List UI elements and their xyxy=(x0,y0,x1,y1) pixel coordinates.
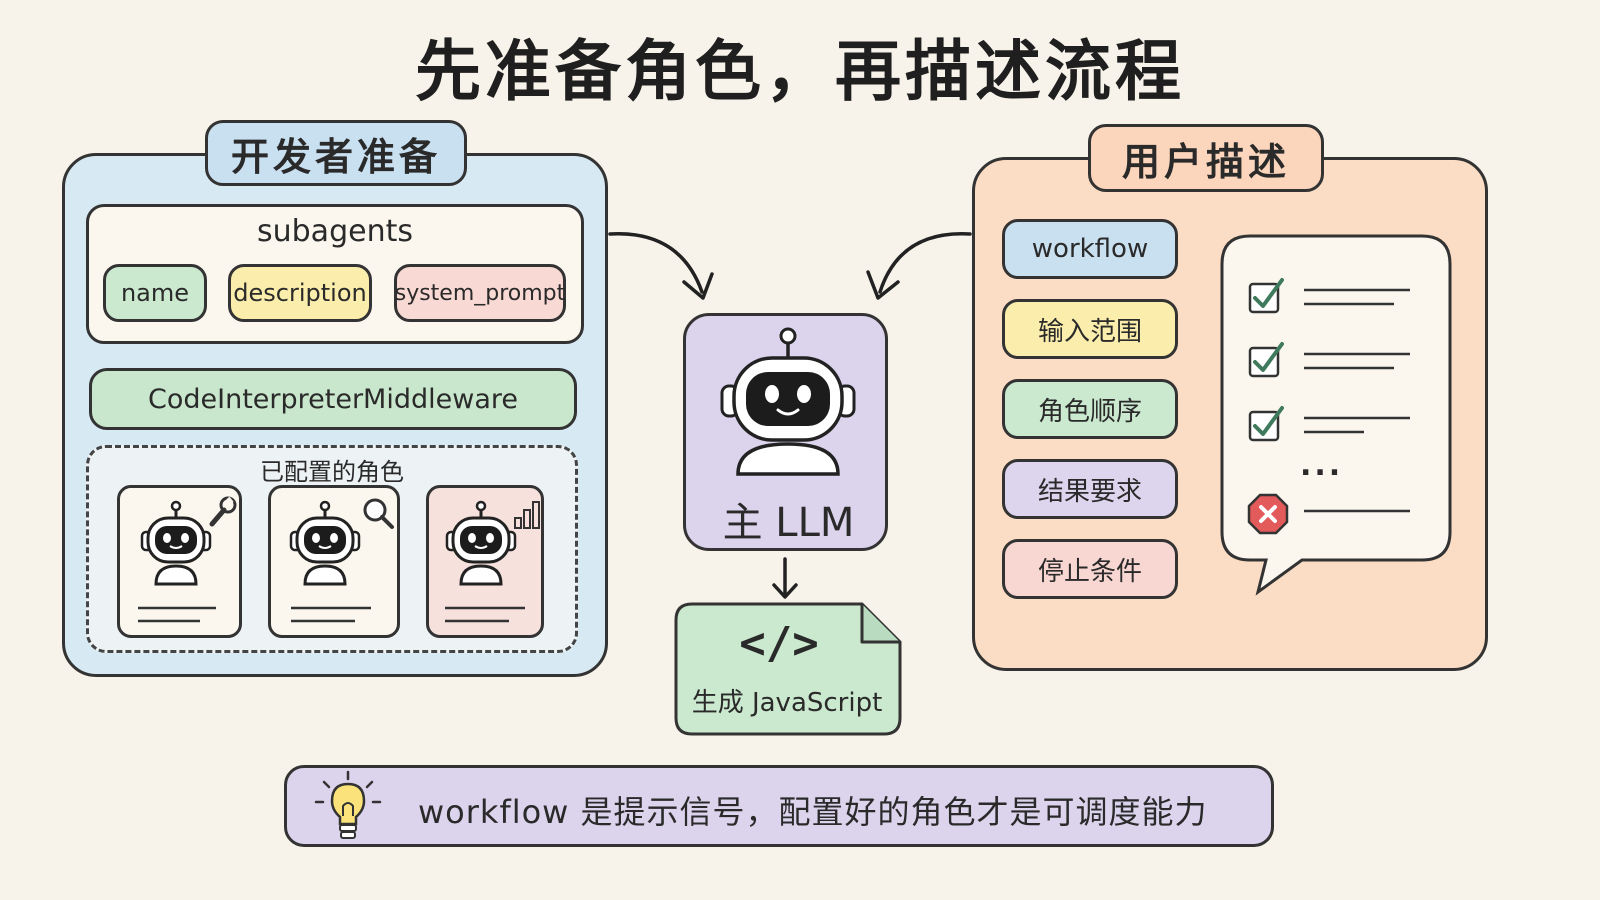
stop-octagon-icon xyxy=(1247,493,1289,535)
bar-chart-icon xyxy=(514,501,540,529)
checkbox-checked-icon xyxy=(1248,278,1284,314)
arrow-down xyxy=(772,557,798,599)
robot-icon xyxy=(138,500,216,623)
user-item-stop-conditions: 停止条件 xyxy=(1002,539,1178,599)
configured-roles-title: 已配置的角色 xyxy=(260,458,404,486)
checklist-line xyxy=(1304,352,1410,370)
code-icon: </> xyxy=(739,618,819,669)
checklist-line xyxy=(1304,416,1410,434)
developer-tab: 开发者准备 xyxy=(205,120,467,186)
robot-icon xyxy=(720,327,856,476)
arrow-left-to-llm xyxy=(608,232,714,300)
checkbox-checked-icon xyxy=(1248,406,1284,442)
wrench-icon xyxy=(209,496,237,527)
magnifier-icon xyxy=(363,498,394,529)
checkbox-checked-icon xyxy=(1248,342,1284,378)
robot-icon xyxy=(445,500,525,623)
page-title: 先准备角色，再描述流程 xyxy=(415,33,1185,110)
user-item-result-requirements: 结果要求 xyxy=(1002,459,1178,519)
lightbulb-icon xyxy=(314,770,382,839)
user-item-input-range: 输入范围 xyxy=(1002,299,1178,359)
middleware-bar: CodeInterpreterMiddleware xyxy=(89,368,577,430)
subagents-title: subagents xyxy=(257,214,413,249)
javascript-file-box xyxy=(674,602,902,736)
checklist-line xyxy=(1304,509,1410,513)
user-item-workflow: workflow xyxy=(1002,219,1178,279)
role-card-chart xyxy=(426,485,544,638)
output-label: 生成 JavaScript xyxy=(691,688,883,718)
checklist-line xyxy=(1304,288,1410,306)
footer-banner xyxy=(284,765,1274,847)
main-llm-label: 主 LLM xyxy=(722,500,855,546)
field-name: name xyxy=(103,264,207,322)
field-system-prompt: system_prompt xyxy=(394,264,566,322)
user-item-role-order: 角色顺序 xyxy=(1002,379,1178,439)
role-card-tool xyxy=(117,485,242,638)
user-tab: 用户描述 xyxy=(1088,124,1324,192)
ellipsis: ... xyxy=(1300,448,1344,483)
footer-text: workflow 是提示信号，配置好的角色才是可调度能力 xyxy=(418,793,1208,831)
field-description: description xyxy=(228,264,372,322)
arrow-right-to-llm xyxy=(866,232,972,300)
main-llm-box: 主 LLM xyxy=(683,313,888,551)
robot-icon xyxy=(289,500,371,623)
role-card-search xyxy=(268,485,400,638)
